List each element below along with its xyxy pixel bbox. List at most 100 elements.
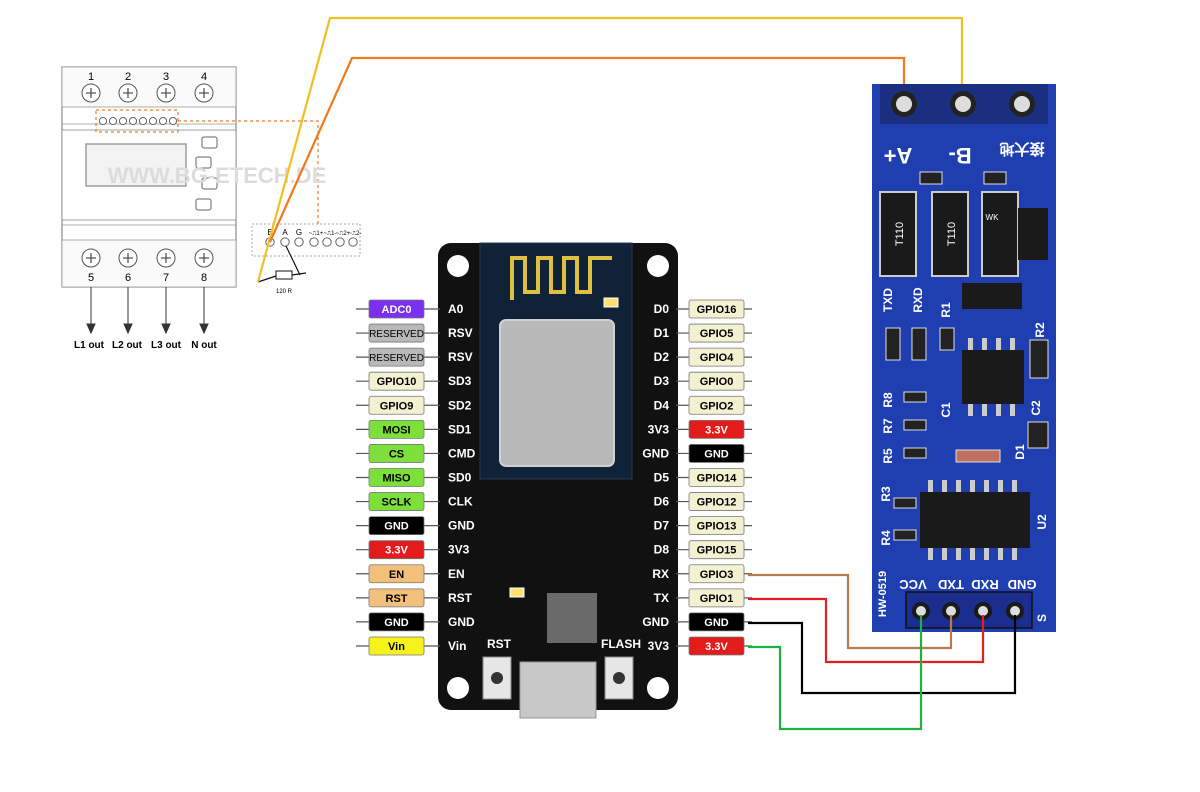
pin-tag xyxy=(368,419,425,439)
pin-name: D3 xyxy=(654,374,670,388)
meter-display xyxy=(85,143,187,187)
pin-row: GPIO2 D4 xyxy=(654,395,752,415)
usb-uart-chip xyxy=(547,593,597,643)
wire-tx xyxy=(748,597,985,664)
pin-label-vcc: VCC xyxy=(899,577,927,592)
resistor-label: 120 R xyxy=(276,289,293,295)
pin-tag xyxy=(368,516,425,536)
svg-text:TXD: TXD xyxy=(881,288,895,312)
pin-tag xyxy=(368,371,425,391)
pin-tag xyxy=(688,371,745,391)
svg-text:WK: WK xyxy=(986,213,1000,222)
screw-icon xyxy=(194,83,214,103)
terminal-label: 7 xyxy=(163,272,169,284)
pin-name: D4 xyxy=(654,398,670,412)
pin-name: D1 xyxy=(654,326,670,340)
pin-tag-label: CS xyxy=(389,448,404,460)
tvs-chip xyxy=(931,191,969,277)
pin-label-txd: TXD xyxy=(938,577,964,592)
pin-tag xyxy=(688,323,745,343)
label-b-minus: B- xyxy=(948,143,971,168)
pin-name: D7 xyxy=(654,519,670,533)
wire-a xyxy=(268,56,906,243)
pin-name: RSV xyxy=(448,350,473,364)
pin-tag-label: MISO xyxy=(382,472,411,484)
terminal-screw-icon xyxy=(891,91,917,117)
pin-tag xyxy=(368,564,425,584)
pin-tag-label: GND xyxy=(384,521,409,533)
pin-name: SD1 xyxy=(448,422,472,436)
header-pin xyxy=(912,602,930,620)
pin-tag-label: SCLK xyxy=(382,497,412,509)
pin-name: D8 xyxy=(654,543,670,557)
pin-tag-label: 3.3V xyxy=(705,424,728,436)
pin-tag xyxy=(688,540,745,560)
pin-tag xyxy=(368,299,425,319)
terminal-label: 3 xyxy=(163,71,169,83)
terminal-label: 5 xyxy=(88,272,94,284)
pin-name: SD3 xyxy=(448,374,472,388)
pin-tag xyxy=(688,347,745,367)
svg-text:C2: C2 xyxy=(1029,400,1043,416)
pin-tag-label: ADC0 xyxy=(382,304,412,316)
pin-name: CLK xyxy=(448,495,473,509)
chip-sop8 xyxy=(962,350,1024,404)
screw-icon xyxy=(156,83,176,103)
svg-text:R4: R4 xyxy=(879,530,893,546)
label-earth: 接大地 xyxy=(999,140,1044,158)
pin-name: GND xyxy=(642,446,669,460)
terminal-label: 4 xyxy=(201,71,207,83)
pin-tag-label: RESERVED xyxy=(369,329,424,340)
pin-tag xyxy=(368,444,425,463)
pin-tag-label: Vin xyxy=(388,641,405,653)
pin-tag xyxy=(368,468,425,487)
screw-icon xyxy=(118,248,138,268)
output-label: L2 out xyxy=(112,340,143,351)
pin-tag-label: GND xyxy=(704,617,729,629)
svg-text:R2: R2 xyxy=(1033,322,1047,338)
pin-name: 3V3 xyxy=(648,422,670,436)
pin-tag-label: GPIO15 xyxy=(697,545,737,557)
flash-button[interactable] xyxy=(604,656,634,700)
terminal-screw-icon xyxy=(1009,91,1035,117)
pin-tag xyxy=(688,612,745,632)
bus-label: ~⎍2+ xyxy=(336,231,351,237)
pin-tag xyxy=(368,540,425,560)
pin-tag xyxy=(368,492,425,511)
pin-name: D0 xyxy=(654,302,670,316)
tvs-chip xyxy=(981,191,1019,277)
pin-tag-label: GPIO2 xyxy=(700,400,734,412)
termination-resistor xyxy=(275,270,293,280)
pin-name: 3V3 xyxy=(648,639,670,653)
modbus-connector: B A G ~⎍1+ ~⎍1- ~⎍2+ ~⎍2- 120 R xyxy=(251,223,362,295)
pin-tag xyxy=(368,636,425,656)
pin-tag-label: GND xyxy=(384,617,409,629)
pin-name: RSV xyxy=(448,326,473,340)
svg-text:C1: C1 xyxy=(939,402,953,418)
svg-text:R1: R1 xyxy=(939,302,953,318)
flash-button-label: FLASH xyxy=(601,637,641,651)
header-pin xyxy=(974,602,992,620)
terminal-label: 6 xyxy=(125,272,131,284)
pin-tag xyxy=(688,588,745,608)
svg-text:T110: T110 xyxy=(946,222,958,246)
pin-tag-label: GPIO10 xyxy=(377,376,417,388)
pin-tag xyxy=(368,395,425,415)
pin-tag xyxy=(688,395,745,415)
pin-tag xyxy=(688,299,745,319)
pin-name: A0 xyxy=(448,302,464,316)
